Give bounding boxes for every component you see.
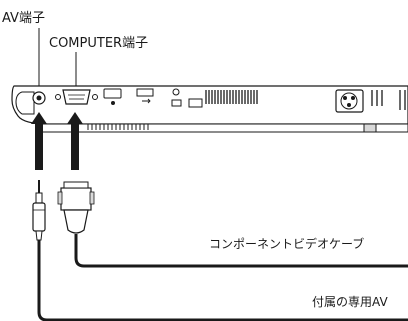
av-cable-line bbox=[37, 240, 408, 321]
hdmi-port bbox=[103, 88, 122, 105]
usb-port bbox=[136, 88, 154, 104]
computer-terminal-label: COMPUTER端子 bbox=[49, 36, 148, 51]
foot bbox=[363, 123, 377, 133]
security-slot bbox=[171, 88, 203, 108]
right-grille bbox=[371, 90, 406, 110]
av-terminal-port bbox=[32, 91, 46, 105]
vent-grille bbox=[205, 90, 258, 104]
component-cable-label: コンポーネントビデオケーブ bbox=[209, 236, 364, 251]
av-terminal-label: AV端子 bbox=[2, 11, 45, 26]
av-plug bbox=[32, 180, 46, 241]
lower-vent bbox=[87, 124, 149, 130]
computer-arrow bbox=[67, 112, 83, 170]
power-inlet bbox=[335, 89, 364, 113]
av-cable-label: 付属の専用AV bbox=[312, 295, 388, 309]
component-cable-line bbox=[74, 234, 408, 268]
computer-terminal-port bbox=[55, 89, 98, 105]
av-arrow bbox=[31, 112, 47, 170]
vga-plug bbox=[57, 181, 95, 234]
